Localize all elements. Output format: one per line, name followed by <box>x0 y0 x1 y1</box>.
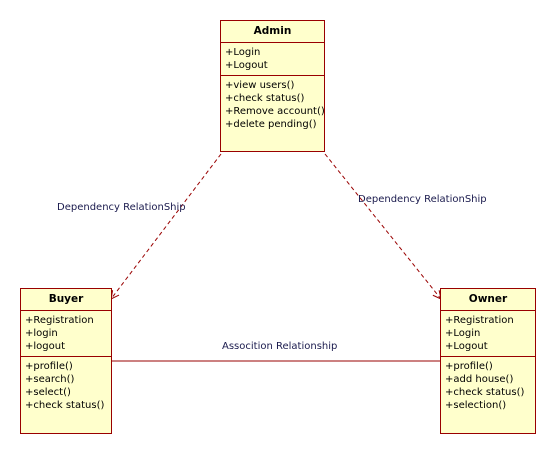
class-owner[interactable]: Owner +Registration +Login +Logout +prof… <box>440 288 536 434</box>
attribute: +Login <box>225 47 261 58</box>
operation: +check status() <box>25 400 105 411</box>
class-buyer[interactable]: Buyer +Registration +login +logout +prof… <box>20 288 112 434</box>
attribute: +Logout <box>445 341 488 352</box>
attribute: +Registration <box>445 315 514 326</box>
operation: +check status() <box>225 93 305 104</box>
label-dependency-admin-buyer: Dependency RelationShip <box>57 202 186 213</box>
class-owner-operations: +profile() +add house() +check status() … <box>441 357 535 415</box>
operation: +profile() <box>25 361 73 372</box>
class-admin-name: Admin <box>221 21 324 43</box>
class-buyer-attributes: +Registration +login +logout <box>21 311 111 357</box>
class-buyer-operations: +profile() +search() +select() +check st… <box>21 357 111 415</box>
dependency-line-admin-buyer[interactable] <box>111 153 222 299</box>
attribute: +Registration <box>25 315 94 326</box>
operation: +delete pending() <box>225 119 317 130</box>
operation: +add house() <box>445 374 514 385</box>
operation: +select() <box>25 387 71 398</box>
class-admin-operations: +view users() +check status() +Remove ac… <box>221 76 325 134</box>
attribute: +Logout <box>225 60 268 71</box>
dependency-line-admin-owner[interactable] <box>324 153 441 299</box>
attribute: +login <box>25 328 58 339</box>
class-owner-attributes: +Registration +Login +Logout <box>441 311 535 357</box>
operation: +search() <box>25 374 75 385</box>
label-association-buyer-owner: Assocition Relationship <box>222 341 338 352</box>
class-admin[interactable]: Admin +Login +Logout +view users() +chec… <box>220 20 325 152</box>
operation: +view users() <box>225 80 295 91</box>
attribute: +logout <box>25 341 65 352</box>
operation: +selection() <box>445 400 507 411</box>
operation: +Remove account() <box>225 106 325 117</box>
attribute: +Login <box>445 328 481 339</box>
operation: +profile() <box>445 361 493 372</box>
label-dependency-admin-owner: Dependency RelationShip <box>358 194 487 205</box>
class-owner-name: Owner <box>441 289 535 311</box>
class-buyer-name: Buyer <box>21 289 111 311</box>
class-admin-attributes: +Login +Logout <box>221 43 324 76</box>
operation: +check status() <box>445 387 525 398</box>
